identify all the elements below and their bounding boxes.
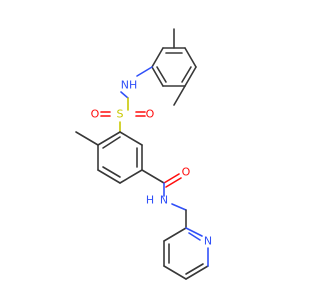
bond bbox=[141, 169, 165, 184]
amide-group bbox=[141, 169, 187, 229]
bond bbox=[171, 203, 187, 211]
bond bbox=[185, 263, 204, 275]
bond bbox=[156, 66, 167, 83]
amide-hydrogen-label: H bbox=[146, 194, 154, 207]
bond bbox=[97, 131, 121, 146]
bond bbox=[151, 47, 164, 68]
bond bbox=[165, 177, 182, 188]
bond bbox=[136, 66, 153, 77]
bond bbox=[163, 173, 180, 184]
methyl-bond-right bbox=[173, 85, 186, 106]
carbonyl-oxygen-label: O bbox=[182, 166, 191, 179]
bond bbox=[102, 136, 121, 149]
bond bbox=[151, 66, 164, 87]
sulfonyl-oxygen-right-label: O bbox=[146, 108, 155, 121]
sulfonyl-oxygen-left-label: O bbox=[91, 108, 100, 121]
sulfonamide-group bbox=[100, 66, 153, 133]
dimethylphenyl-ring bbox=[151, 28, 197, 106]
bond bbox=[185, 227, 203, 237]
bond bbox=[97, 169, 121, 184]
pyridine-ring bbox=[163, 227, 209, 280]
bond bbox=[184, 66, 197, 87]
bond bbox=[184, 47, 197, 68]
bond bbox=[119, 169, 143, 184]
sulfonamide-nh-label: NH bbox=[121, 79, 138, 92]
atom-labels: NH S O O O N H N bbox=[91, 79, 212, 248]
benzamide-ring bbox=[75, 131, 143, 184]
bond bbox=[181, 66, 192, 83]
methyl-bond-left bbox=[75, 131, 99, 146]
bond bbox=[102, 166, 121, 178]
pyridine-nitrogen-label: N bbox=[204, 235, 212, 248]
structure-diagram: NH S O O O N H N bbox=[75, 28, 212, 280]
bond bbox=[188, 232, 201, 241]
bond bbox=[163, 227, 187, 242]
bond bbox=[163, 265, 187, 280]
amide-nitrogen-label: N bbox=[160, 194, 168, 207]
bond bbox=[120, 91, 129, 99]
bond bbox=[185, 265, 209, 280]
bond bbox=[119, 131, 143, 146]
sulfur-label: S bbox=[117, 108, 124, 121]
